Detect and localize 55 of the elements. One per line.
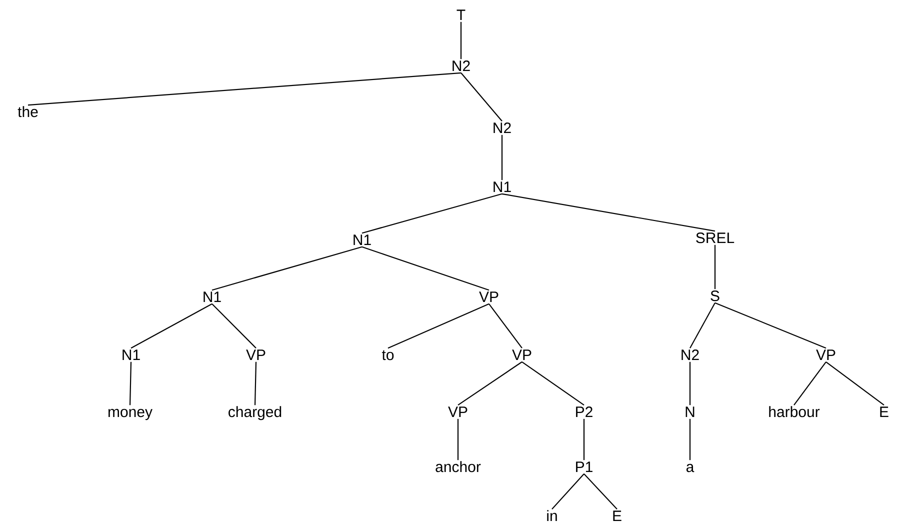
node-label: S <box>710 290 720 302</box>
tree-branch-line <box>794 362 826 406</box>
tree-branch-line <box>458 361 522 406</box>
tree-branch-line <box>501 134 503 180</box>
node-label: SREL <box>696 232 734 244</box>
node-label: P1 <box>576 462 592 472</box>
node-label: harbour <box>769 406 820 418</box>
tree-branch-line <box>690 302 716 348</box>
node-label: P2 <box>576 406 592 417</box>
node-label: E <box>880 406 888 417</box>
node-label: N1 <box>494 182 511 192</box>
node-label: N1 <box>354 234 371 245</box>
tree-branch-line <box>460 22 462 60</box>
node-label: N1 <box>122 350 140 360</box>
tree-branch-line <box>714 302 826 349</box>
node-label: anchor <box>436 461 481 472</box>
tree-branch-line <box>362 193 502 234</box>
tree-branch-line <box>212 304 256 348</box>
tree-branch-line <box>362 246 490 291</box>
node-label: VP <box>246 350 266 360</box>
tree-branch-line <box>689 362 691 406</box>
node-label: N2 <box>452 60 470 71</box>
node-label: the <box>18 106 38 118</box>
tree-branch-line <box>129 362 132 406</box>
tree-branch-line <box>130 303 212 349</box>
node-label: in <box>547 510 557 521</box>
tree-branch-line <box>584 474 618 510</box>
node-label: N2 <box>682 350 699 360</box>
tree-branch-line <box>488 304 522 348</box>
node-label: N <box>686 406 694 417</box>
node-label: VP <box>448 406 468 417</box>
tree-branch-line <box>522 361 584 406</box>
tree-branch-line <box>212 246 362 291</box>
tree-branch-line <box>388 303 490 349</box>
node-label: to <box>382 350 394 360</box>
tree-branch-line <box>460 72 502 122</box>
tree-branch-line <box>502 193 716 232</box>
node-label: money <box>108 408 152 420</box>
node-label: VP <box>479 292 498 302</box>
tree-branch-line <box>826 361 884 406</box>
tree-branch-line <box>583 418 585 460</box>
tree-branch-line <box>457 418 459 460</box>
node-label: charged <box>228 406 282 420</box>
node-label: T <box>456 10 466 20</box>
node-label: N2 <box>494 122 511 133</box>
tree-branch-line <box>689 418 691 460</box>
tree-branch-line <box>28 72 462 106</box>
node-label: a <box>686 464 694 472</box>
tree-branch-line <box>714 244 716 290</box>
tree-branch-line <box>254 362 257 406</box>
node-label: N1 <box>204 292 221 302</box>
node-label: VP <box>816 350 836 360</box>
tree-branch-line <box>552 474 584 510</box>
node-label: VP <box>512 350 532 360</box>
node-label: E <box>613 510 622 521</box>
